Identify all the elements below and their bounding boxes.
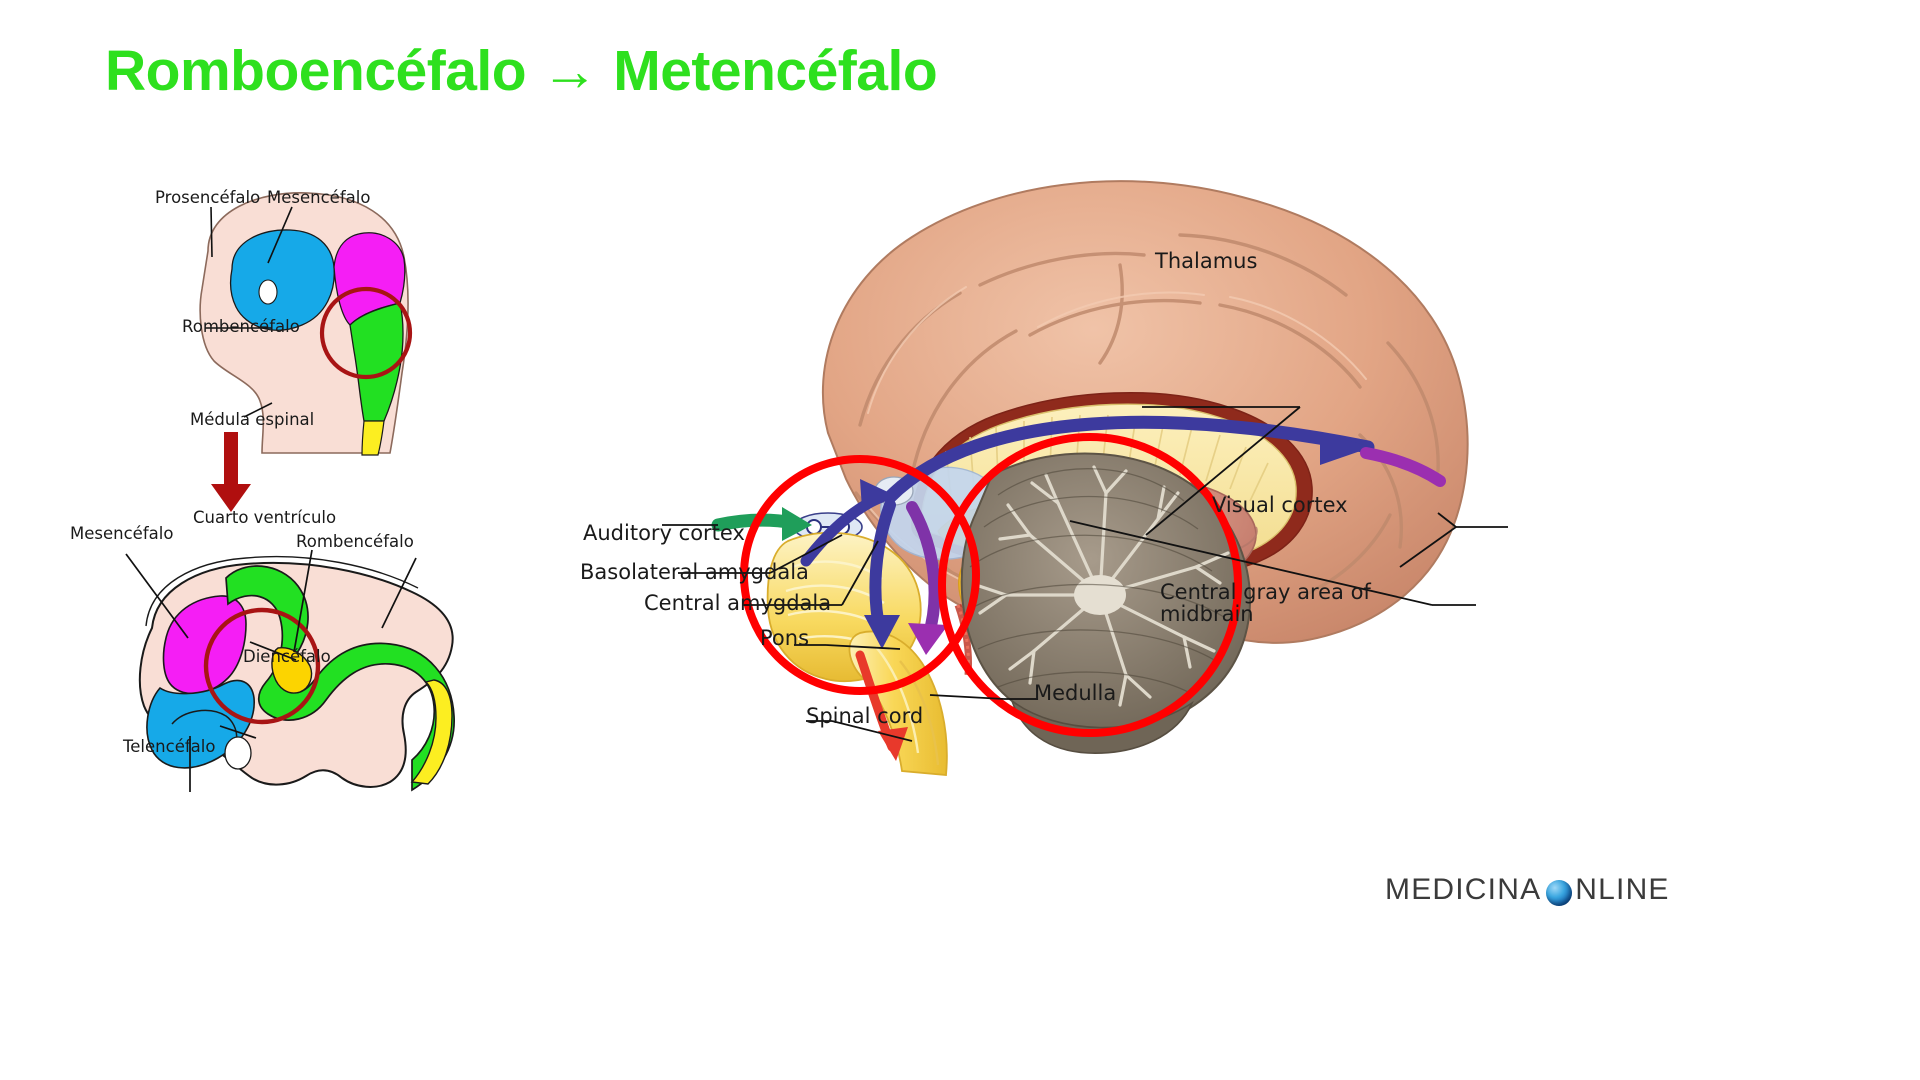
figure-embryo-late-vesicles xyxy=(125,549,455,792)
transition-down-arrow xyxy=(211,432,251,512)
highlight-circle-cerebellum xyxy=(938,433,1242,737)
highlight-circle-pons xyxy=(740,455,980,695)
label-thalamus: Thalamus xyxy=(1155,249,1258,273)
figure-embryo-early-vesicles xyxy=(199,192,413,456)
label-central-gray-area-of-midbrain: Central gray area of midbrain xyxy=(1160,580,1371,627)
label-visual-cortex: Visual cortex xyxy=(1212,493,1348,517)
label-rombencefalo-late: Rombencéfalo xyxy=(296,532,414,551)
label-medulla: Medulla xyxy=(1034,681,1117,705)
logo-medicina-online: MEDICINA NLINE xyxy=(1385,873,1670,907)
label-telencefalo: Telencéfalo xyxy=(123,737,216,756)
figure-brain-sagittal xyxy=(662,180,1508,776)
label-basolateral-amygdala: Basolateral amygdala xyxy=(580,560,809,584)
label-prosencefalo: Prosencéfalo xyxy=(155,188,261,207)
page-title: Romboencéfalo → Metencéfalo xyxy=(105,39,938,103)
label-auditory-cortex: Auditory cortex xyxy=(583,521,745,545)
label-central-amygdala: Central amygdala xyxy=(644,591,832,615)
label-rombencefalo-early: Rombencéfalo xyxy=(182,317,300,336)
label-diencefalo: Diencéfalo xyxy=(243,647,331,666)
label-medula-espinal: Médula espinal xyxy=(190,410,315,429)
label-mesencefalo-late: Mesencéfalo xyxy=(70,524,174,543)
label-pons: Pons xyxy=(760,626,810,650)
label-cuarto-ventriculo: Cuarto ventrículo xyxy=(193,508,337,527)
logo-text-online: NLINE xyxy=(1575,873,1670,906)
logo-text-medicina: MEDICINA xyxy=(1385,873,1542,906)
label-mesencefalo-early: Mesencéfalo xyxy=(267,188,371,207)
label-spinal-cord: Spinal cord xyxy=(806,704,924,728)
globe-icon xyxy=(1546,880,1573,906)
